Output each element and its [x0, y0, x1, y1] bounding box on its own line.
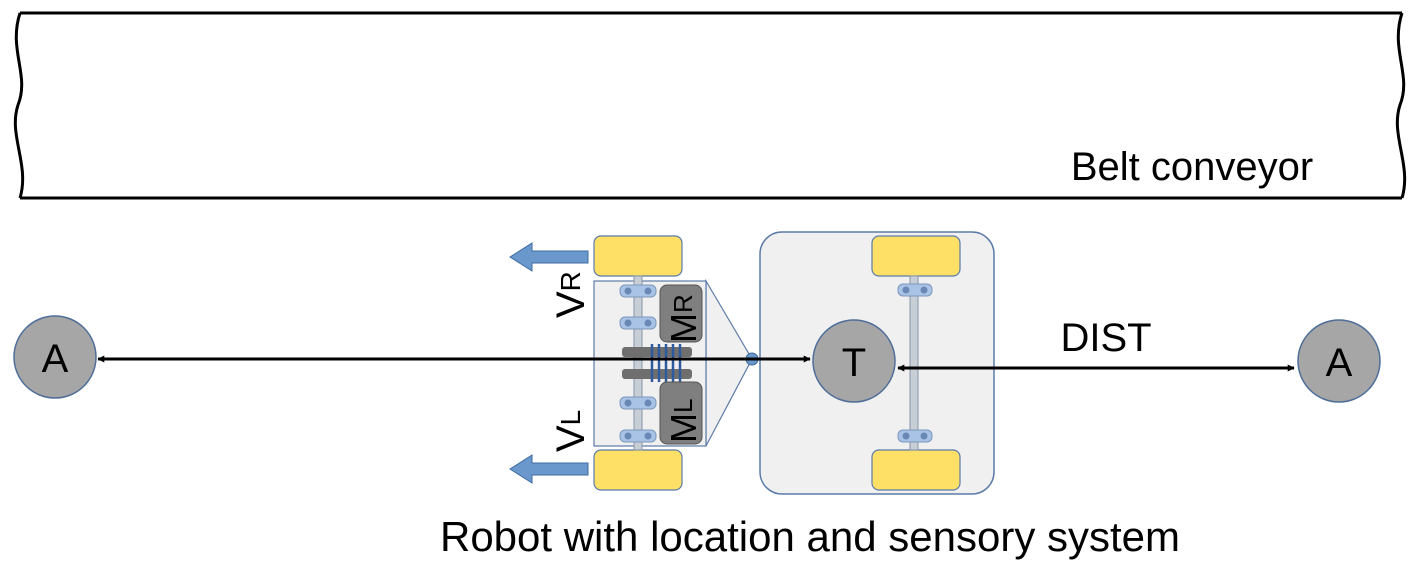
belt-conveyor: Belt conveyor: [13, 11, 1407, 200]
axle-bolt-icon: [897, 283, 933, 297]
front-axle: [633, 275, 643, 451]
distance-label: DIST: [1060, 316, 1151, 360]
rear-bottom-wheel: [871, 449, 961, 491]
front-right-wheel: [593, 235, 683, 277]
right-anchor-label: A: [1326, 341, 1353, 385]
rear-axle: [909, 275, 919, 451]
axle-bolt-icon: [619, 316, 657, 330]
left-arrow-icon: [509, 454, 589, 484]
robot-front-module: MR ML: [593, 235, 707, 491]
robot-caption: Robot with location and sensory system: [440, 513, 1180, 560]
left-arrow-icon: [509, 242, 589, 272]
right-coupling: [622, 347, 692, 357]
rear-top-wheel: [871, 235, 961, 277]
axle-bolt-icon: [897, 429, 933, 443]
left-coupling: [622, 369, 692, 379]
motor-right: [659, 284, 703, 343]
axle-bolt-icon: [619, 396, 657, 410]
velocity-right-label: VR: [549, 271, 593, 318]
velocity-left-label: VL: [549, 410, 593, 452]
target-label: T: [842, 341, 866, 385]
spring-icon: [650, 344, 682, 382]
axle-bolt-icon: [619, 429, 657, 443]
motor-left: [659, 381, 703, 445]
left-anchor-node: A: [13, 315, 97, 399]
right-anchor-node: A: [1297, 319, 1381, 403]
axle-bolt-icon: [619, 284, 657, 298]
motor-right-label: MR: [663, 294, 704, 343]
conveyor-label: Belt conveyor: [1071, 145, 1313, 189]
left-anchor-label: A: [42, 337, 69, 381]
sensor-cone: [705, 278, 753, 447]
motor-left-label: ML: [663, 399, 704, 443]
target-node: T: [812, 319, 896, 403]
front-left-wheel: [593, 449, 683, 491]
